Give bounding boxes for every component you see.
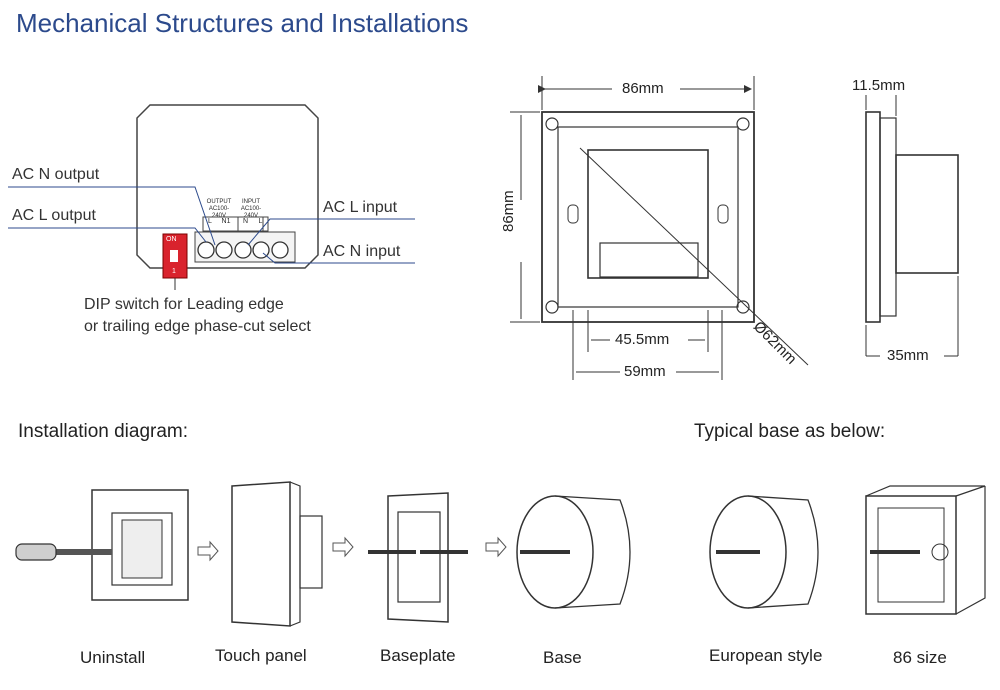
input-header: INPUT [242, 199, 260, 205]
dip-switch [162, 233, 188, 290]
base-illustration [516, 495, 631, 609]
terminal-label: N1 [221, 218, 231, 225]
label-ac-l-output: AC L output [12, 207, 96, 224]
caption-touch-panel: Touch panel [215, 646, 307, 665]
front-view [541, 111, 755, 323]
caption-uninstall: Uninstall [80, 648, 146, 667]
input-voltage: AC100-240V [240, 206, 262, 219]
dip-description-line2: or trailing edge phase-cut select [84, 318, 311, 335]
dim-thickness: 11.5mm [852, 77, 906, 94]
dim-inner-width: 45.5mm [615, 331, 670, 348]
flow-arrows [197, 536, 507, 562]
output-header: OUTPUT [206, 199, 232, 205]
86-box-illustration [865, 485, 986, 615]
terminal-label: L [208, 218, 212, 225]
dip-on-label: ON [166, 236, 177, 243]
caption-european-style: European style [709, 646, 823, 665]
label-ac-n-input: AC N input [323, 243, 401, 260]
touch-panel-illustration [231, 481, 323, 627]
installation-heading: Installation diagram: [18, 421, 189, 442]
side-view [865, 95, 959, 357]
terminal-labels-input: N L [238, 218, 268, 225]
page-title: Mechanical Structures and Installations [16, 8, 469, 38]
caption-base: Base [543, 648, 582, 667]
wiring-leaders [8, 186, 415, 264]
dim-outer-width: 59mm [624, 363, 666, 380]
label-ac-l-input: AC L input [323, 199, 398, 216]
dimension-lines [510, 76, 809, 380]
terminal-label: L [258, 218, 263, 225]
dip-description-line1: DIP switch for Leading edge [84, 296, 284, 313]
label-ac-n-output: AC N output [12, 166, 100, 183]
output-marking: OUTPUT AC100-240V [202, 199, 236, 220]
dip-number: 1 [172, 268, 176, 275]
dim-height: 86mm [500, 190, 517, 232]
output-voltage: AC100-240V [208, 206, 230, 219]
caption-86-size: 86 size [893, 648, 947, 667]
european-base-illustration [709, 495, 819, 609]
typical-base-heading: Typical base as below: [694, 421, 886, 442]
terminal-labels: L N1 [203, 218, 263, 225]
input-marking: INPUT AC100-240V [234, 199, 268, 220]
caption-baseplate: Baseplate [380, 646, 456, 665]
dim-depth: 35mm [887, 347, 929, 364]
dim-width: 86mm [622, 80, 664, 97]
uninstall-illustration [15, 489, 189, 601]
baseplate-illustration [368, 492, 468, 623]
terminal-screws [197, 241, 289, 259]
terminal-label: N [242, 218, 249, 225]
